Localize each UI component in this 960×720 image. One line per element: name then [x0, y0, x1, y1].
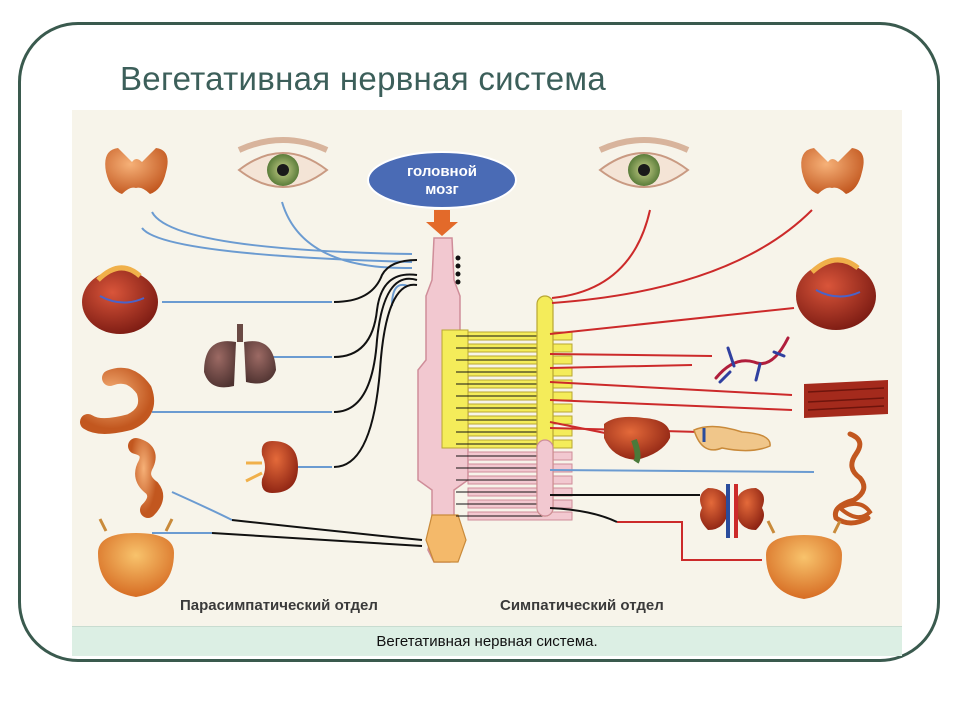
brain-arrow	[426, 210, 458, 236]
muscle-icon	[804, 380, 888, 418]
intestine-right-icon	[832, 431, 873, 526]
thyroid-left-icon	[105, 148, 168, 194]
intestine-left-icon	[128, 438, 164, 518]
kidneys-right-icon	[700, 484, 764, 538]
eye-left-icon	[237, 137, 329, 188]
sympathetic-ganglion-comb	[441, 255, 573, 521]
lungs-left-icon	[204, 324, 276, 388]
stomach-left-icon	[80, 367, 155, 434]
liver-icon	[604, 416, 671, 464]
eye-right-icon	[598, 137, 690, 188]
caption-bar: Вегетативная нервная система.	[72, 626, 902, 656]
brain-label-line2: мозг	[425, 181, 459, 198]
thyroid-right-icon	[801, 148, 864, 194]
slide-frame	[18, 22, 940, 662]
brain-label-line1: головной	[407, 163, 477, 180]
sympathetic-nerves	[549, 209, 813, 561]
parasympathetic-efferents	[211, 259, 423, 547]
cranial-nucleus-dot	[455, 263, 461, 269]
cranial-nucleus-dot	[455, 271, 461, 277]
parasympathetic-label: Парасимпатический отдел	[180, 597, 378, 614]
bladder-right-icon	[766, 520, 842, 599]
caption-text: Вегетативная нервная система.	[376, 633, 598, 650]
cranial-nucleus-dot	[455, 279, 461, 285]
heart-right-icon	[796, 257, 876, 330]
sympathetic-blue-branches	[549, 469, 815, 473]
slide-title: Вегетативная нервная система	[120, 60, 607, 97]
brain-ellipse	[367, 151, 517, 209]
brain-label-group: головной мозг	[367, 151, 517, 236]
kidney-left-icon	[245, 441, 298, 493]
bladder-left-icon	[98, 518, 174, 597]
sacral-segment	[425, 514, 467, 563]
pancreas-icon	[693, 425, 771, 452]
blood-vessels-icon	[714, 336, 790, 384]
sympathetic-chain	[536, 295, 554, 517]
cranial-nucleus-dot	[455, 255, 461, 261]
sympathetic-label: Симпатический отдел	[500, 597, 664, 614]
diagram-panel: головной мозг	[72, 110, 902, 656]
sympathetic-black-branches	[549, 494, 700, 523]
autonomic-nervous-system-diagram: головной мозг	[80, 137, 888, 599]
ganglion-comb-body	[441, 329, 469, 449]
heart-left-icon	[82, 265, 158, 334]
